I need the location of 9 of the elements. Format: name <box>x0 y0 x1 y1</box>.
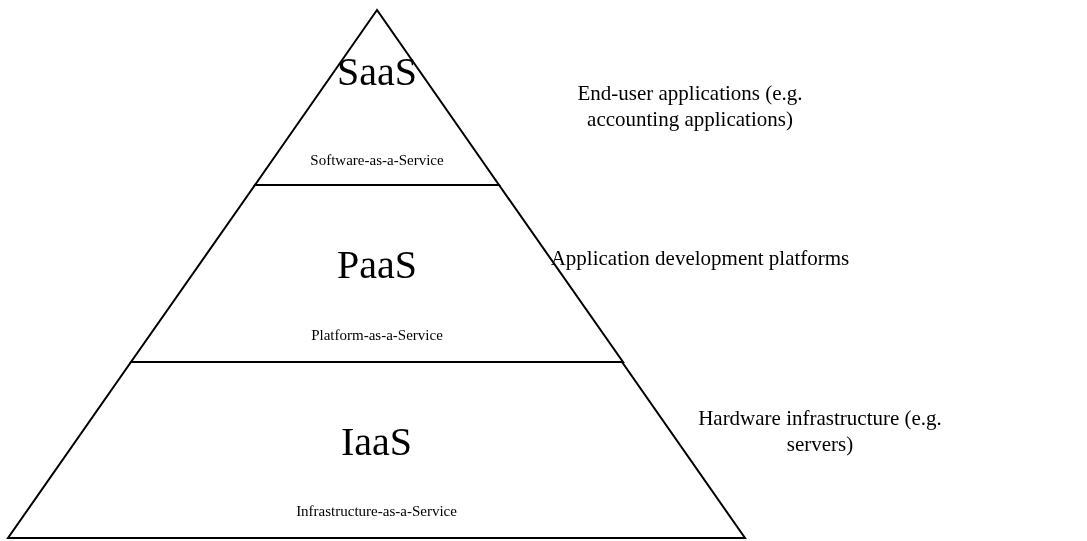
tier-acronym: PaaS <box>337 245 417 285</box>
tier-acronym: IaaS <box>340 422 413 462</box>
tier-description: Application development platforms <box>550 245 850 272</box>
tier-name: Software-as-a-Service <box>310 153 444 168</box>
tier-name: Infrastructure-as-a-Service <box>296 504 457 519</box>
tier-description: End-user applications (e.g. accounting applications) <box>576 80 804 133</box>
tier-name: Platform-as-a-Service <box>311 328 443 343</box>
tier-acronym: SaaS <box>337 52 417 92</box>
tier-description: Hardware infrastructure (e.g. servers) <box>697 405 943 458</box>
